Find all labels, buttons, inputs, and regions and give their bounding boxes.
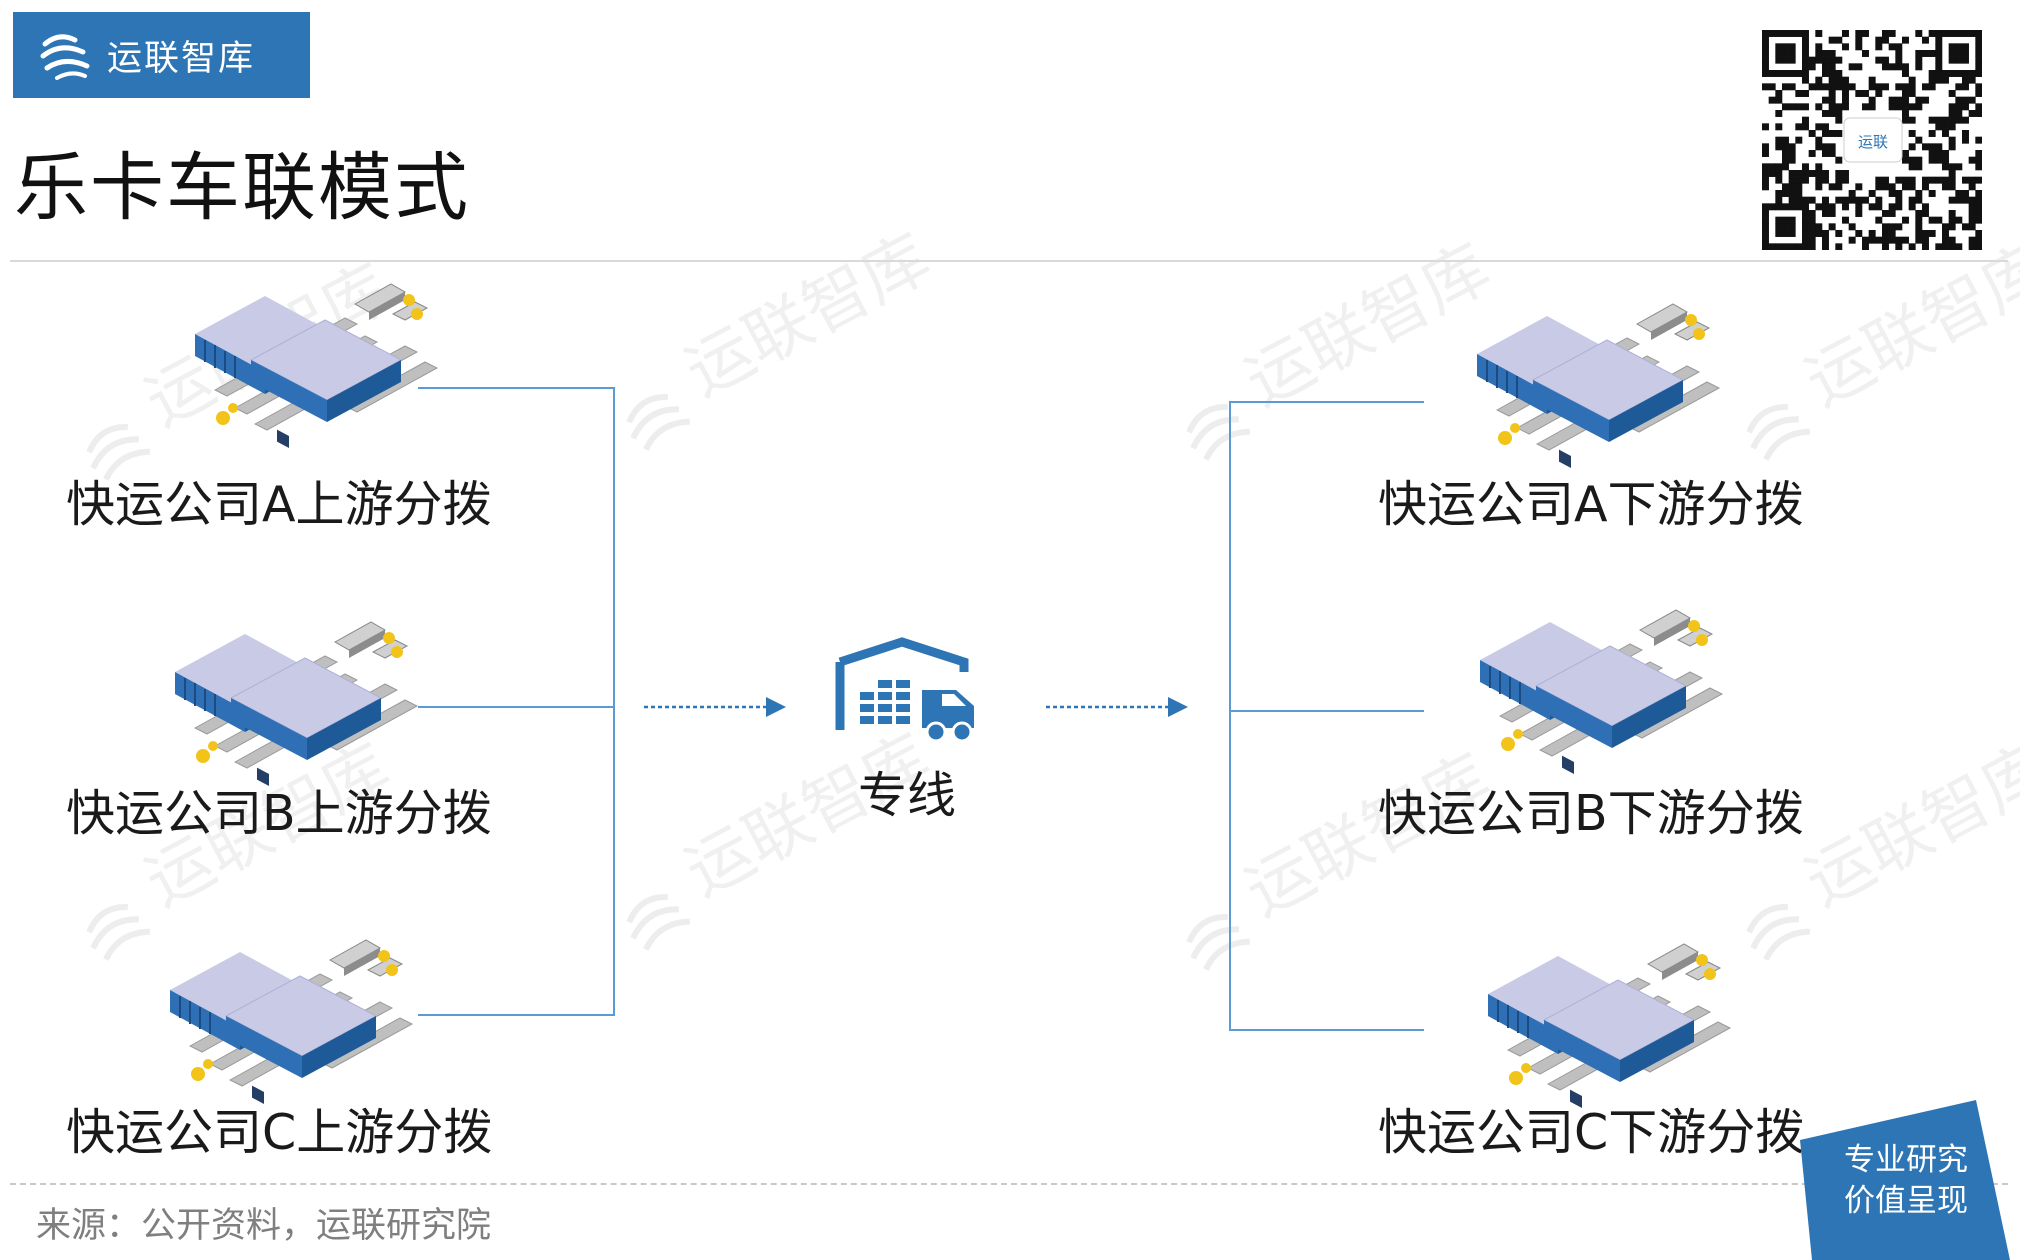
watermark-5: 运联智库 — [63, 729, 402, 962]
hub-icon-upstream-b — [174, 621, 418, 787]
source-note: 来源：公开资料，运联研究院 — [36, 1206, 492, 1246]
svg-text:运联智库: 运联智库 — [133, 249, 402, 441]
truck-depot-icon — [835, 637, 974, 743]
node-label-upstream-b: 快运公司B上游分拨 — [66, 785, 492, 842]
hub-icon-downstream-c — [1487, 943, 1731, 1109]
watermark-6: 运联智库 — [603, 719, 942, 952]
brand-logo-box: 运联智库 — [13, 12, 310, 98]
brand-swirl-icon — [40, 34, 90, 80]
svg-text:运联智库: 运联智库 — [1793, 229, 2020, 421]
watermark-4: 运联智库 — [1723, 229, 2020, 462]
badge-text: 专业研究 价值呈现 — [1824, 1140, 1988, 1222]
qr-code-icon: 运联 — [1762, 30, 1982, 250]
node-label-downstream-b: 快运公司B下游分拨 — [1378, 785, 1804, 842]
watermark-1: 运联智库 — [63, 249, 402, 482]
node-label-downstream-a: 快运公司A下游分拨 — [1378, 476, 1804, 533]
badge-line-1: 专业研究 — [1844, 1142, 1968, 1178]
svg-text:运联智库: 运联智库 — [1793, 729, 2020, 921]
page-title: 乐卡车联模式 — [14, 145, 470, 231]
header-divider — [10, 260, 2008, 262]
node-label-downstream-c: 快运公司C下游分拨 — [1378, 1104, 1805, 1161]
brand-name: 运联智库 — [107, 38, 256, 79]
watermark-8: 运联智库 — [1723, 729, 2020, 962]
badge-line-2: 价值呈现 — [1844, 1183, 1968, 1219]
center-label: 专线 — [858, 767, 957, 824]
watermark-3: 运联智库 — [1163, 229, 1502, 462]
hub-icon-upstream-c — [169, 939, 413, 1105]
footer-divider — [10, 1183, 2008, 1185]
node-label-upstream-a: 快运公司A上游分拨 — [66, 476, 492, 533]
watermark-2: 运联智库 — [603, 219, 942, 452]
hub-icon-upstream-a — [194, 283, 438, 449]
node-label-upstream-c: 快运公司C上游分拨 — [66, 1104, 493, 1161]
svg-text:运联智库: 运联智库 — [673, 219, 942, 411]
hub-icon-downstream-a — [1476, 303, 1720, 469]
hub-icon-downstream-b — [1479, 609, 1723, 775]
qr-center-label: 运联 — [1858, 133, 1888, 151]
svg-text:运联智库: 运联智库 — [1233, 229, 1502, 421]
